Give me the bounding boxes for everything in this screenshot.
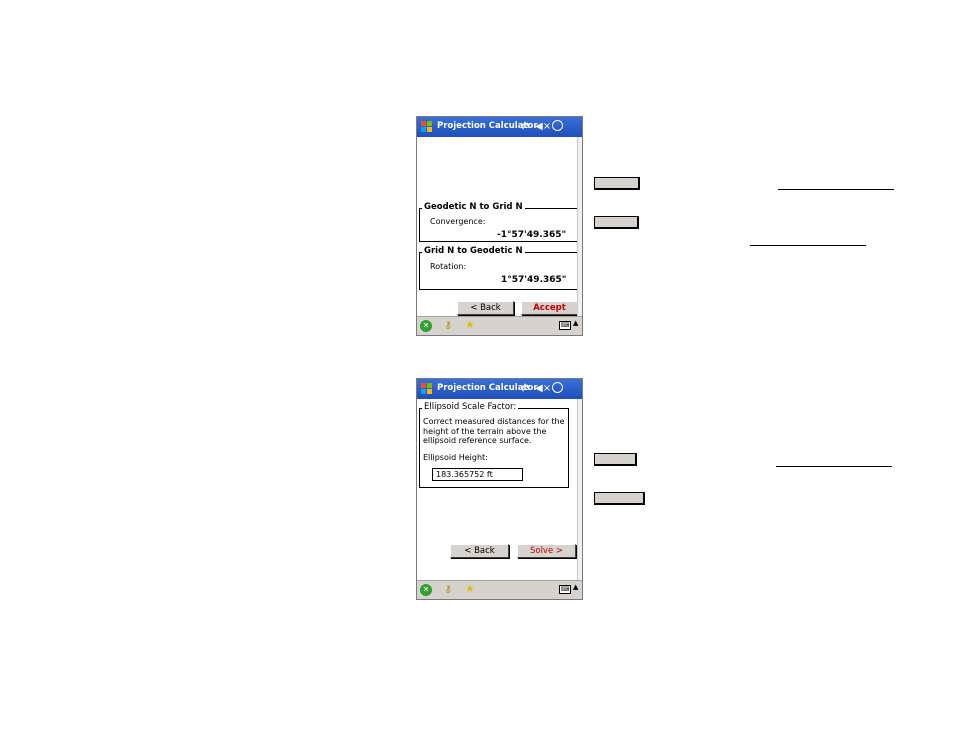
clock-icon[interactable] <box>552 120 563 131</box>
grid-to-geodetic-group: Grid N to Geodetic N Rotation: 1°57'49.3… <box>419 246 578 290</box>
title-bar: Projection Calculator ⇄ ◀× <box>417 379 582 399</box>
scrollbar[interactable] <box>577 399 582 581</box>
convergence-value: -1°57'49.365" <box>497 230 567 240</box>
scrollbar[interactable] <box>577 137 582 317</box>
solve-button[interactable]: Solve > <box>517 544 576 558</box>
ellipsoid-height-label: Ellipsoid Height: <box>423 453 488 462</box>
volume-mute-icon[interactable]: ◀× <box>535 121 552 132</box>
window-title: Projection Calculator <box>437 121 538 131</box>
rotation-value: 1°57'49.365" <box>501 275 567 285</box>
side-callout-box <box>594 492 645 505</box>
group-legend: Grid N to Geodetic N <box>422 246 525 256</box>
back-button[interactable]: < Back <box>450 544 509 558</box>
taskbar: ✕ ⚷ ★ ⌨ ▲ <box>417 580 582 599</box>
windows-start-icon[interactable] <box>419 119 435 135</box>
input-menu-arrow-icon[interactable]: ▲ <box>573 319 579 327</box>
title-bar: Projection Calculator ⇄ ◀× <box>417 117 582 137</box>
ellipsoid-height-input[interactable]: 183.365752 ft <box>432 468 523 481</box>
content-area: Ellipsoid Scale Factor: Correct measured… <box>417 399 582 581</box>
star-icon[interactable]: ★ <box>465 584 475 595</box>
side-underline <box>778 189 894 190</box>
description-text: Correct measured distances for the heigh… <box>423 417 565 445</box>
keyboard-icon[interactable]: ⌨ <box>559 585 571 594</box>
group-legend: Ellipsoid Scale Factor: <box>422 402 519 412</box>
content-area: Geodetic N to Grid N Convergence: -1°57'… <box>417 137 582 317</box>
ok-icon[interactable]: ✕ <box>420 320 432 332</box>
side-callout-box <box>594 177 640 190</box>
back-button[interactable]: < Back <box>457 301 514 315</box>
side-underline <box>750 245 866 246</box>
windows-start-icon[interactable] <box>419 381 435 397</box>
volume-mute-icon[interactable]: ◀× <box>535 383 552 394</box>
geodetic-to-grid-group: Geodetic N to Grid N Convergence: -1°57'… <box>419 202 578 242</box>
input-menu-arrow-icon[interactable]: ▲ <box>573 583 579 591</box>
device-screen-2: Projection Calculator ⇄ ◀× Ellipsoid Sca… <box>416 378 583 600</box>
taskbar: ✕ ⚷ ★ ⌨ ▲ <box>417 316 582 335</box>
keyboard-icon[interactable]: ⌨ <box>559 321 571 330</box>
star-icon[interactable]: ★ <box>465 320 475 331</box>
device-screen-1: Projection Calculator ⇄ ◀× Geodetic N to… <box>416 116 583 336</box>
side-callout-box <box>594 453 637 466</box>
connectivity-icon[interactable]: ⇄ <box>521 121 530 132</box>
ok-icon[interactable]: ✕ <box>420 584 432 596</box>
convergence-label: Convergence: <box>430 217 486 226</box>
ellipsoid-scale-factor-group: Ellipsoid Scale Factor: Correct measured… <box>419 402 569 488</box>
window-title: Projection Calculator <box>437 383 538 393</box>
clock-icon[interactable] <box>552 382 563 393</box>
side-callout-box <box>594 216 639 229</box>
key-icon[interactable]: ⚷ <box>444 584 452 595</box>
rotation-label: Rotation: <box>430 262 467 271</box>
connectivity-icon[interactable]: ⇄ <box>521 383 530 394</box>
key-icon[interactable]: ⚷ <box>444 320 452 331</box>
accept-button[interactable]: Accept <box>521 301 578 315</box>
group-legend: Geodetic N to Grid N <box>422 202 525 212</box>
side-underline <box>776 466 892 467</box>
